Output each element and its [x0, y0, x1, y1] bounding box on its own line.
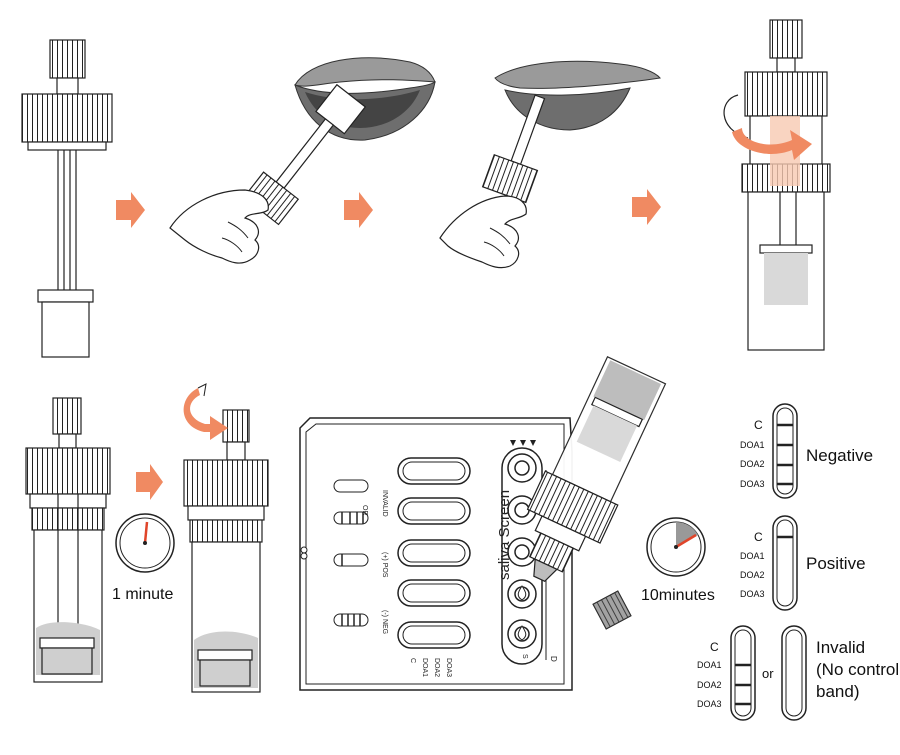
card-label-d: D [549, 656, 558, 662]
card-collector-tube [526, 355, 667, 583]
timer-10-minutes-icon [646, 517, 706, 577]
invalid-label-line2: (No control [816, 660, 900, 679]
removed-cap [592, 590, 632, 630]
twist-arrow-icon [732, 128, 812, 160]
invalid-doa1-label: DOA1 [697, 660, 722, 670]
positive-doa1-label: DOA1 [740, 551, 765, 561]
positive-doa2-label: DOA2 [740, 570, 765, 580]
negative-label: Negative [806, 446, 874, 465]
positive-doa3-label: DOA3 [740, 589, 765, 599]
invalid-doa3-label: DOA3 [697, 699, 722, 709]
arrow-icon [344, 192, 373, 228]
droplet-icons [517, 585, 527, 641]
test-card [299, 417, 573, 691]
step2-mouth-swab [169, 57, 436, 264]
negative-doa3-label: DOA3 [740, 479, 765, 489]
card-label-pos: (+) POS [381, 552, 388, 578]
step6-tube [183, 409, 269, 693]
step5-tube [25, 397, 111, 683]
invalid-label-line3: band) [816, 682, 860, 701]
invalid-or-label: or [762, 666, 774, 681]
step-arrows [116, 189, 661, 500]
result-strip-negative [772, 403, 798, 499]
step4-insert-tube [723, 19, 831, 351]
step1-collector [21, 39, 113, 358]
negative-doa1-label: DOA1 [740, 440, 765, 450]
negative-c-label: C [754, 418, 763, 432]
step3-mouth-swab [439, 60, 661, 269]
timer-1-minute-label: 1 minute [112, 586, 174, 603]
card-strip-bands [341, 512, 364, 626]
twist-cap-arrow-icon [183, 388, 228, 440]
card-label-or: OR [361, 505, 368, 516]
arrow-icon [116, 192, 145, 228]
card-label-doa3: DOA3 [445, 658, 452, 678]
result-strip-invalid-a [730, 625, 756, 721]
card-label-c: C [409, 658, 416, 664]
invalid-label-line1: Invalid [816, 638, 866, 657]
result-strip-invalid-b [781, 625, 807, 721]
invalid-doa2-label: DOA2 [697, 680, 722, 690]
card-label-doa2: DOA2 [433, 658, 440, 678]
twist-cap-outline [197, 383, 207, 397]
card-label-neg: (-) NEG [381, 610, 388, 635]
arrow-icon [632, 189, 661, 225]
result-strip-positive [772, 515, 798, 611]
negative-doa2-label: DOA2 [740, 459, 765, 469]
positive-c-label: C [754, 530, 763, 544]
card-label-invalid: INVALID [381, 490, 388, 517]
positive-label: Positive [806, 554, 866, 573]
card-label-s: S [521, 654, 528, 659]
small-arrows [510, 440, 536, 446]
timer-10-minutes-label: 10minutes [641, 587, 715, 604]
timer-1-minute-icon [115, 513, 175, 573]
arrow-icon [136, 464, 163, 500]
device-brand: saliva Screen [496, 489, 513, 580]
card-label-doa1: DOA1 [421, 658, 428, 678]
invalid-c-label: C [710, 640, 719, 654]
